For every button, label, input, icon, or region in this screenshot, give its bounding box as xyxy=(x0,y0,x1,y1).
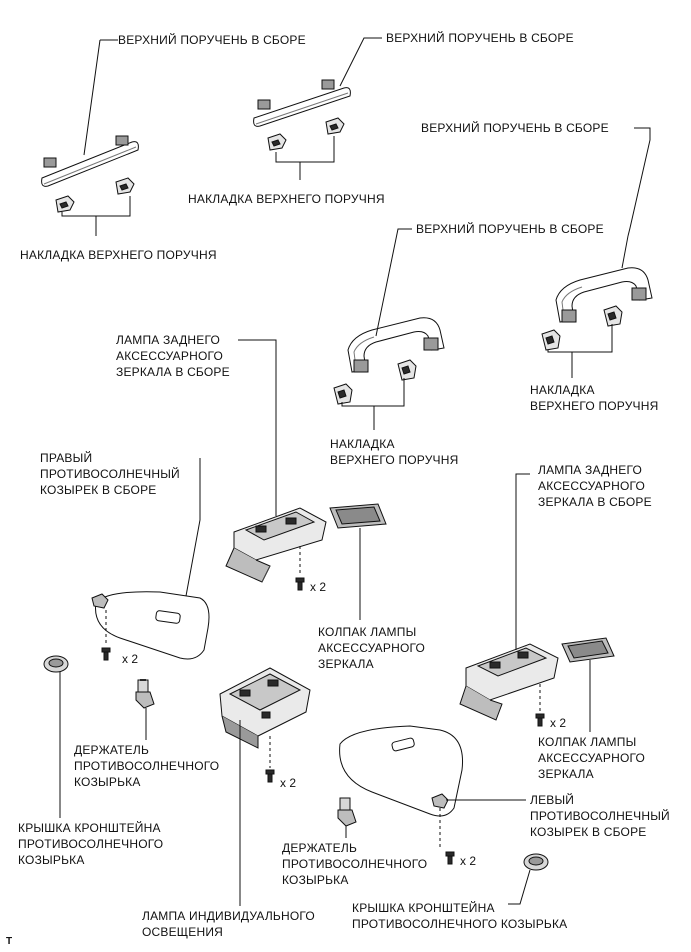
qty-screw-lamp-1: x 2 xyxy=(310,580,327,594)
label-line: НАКЛАДКА xyxy=(530,383,595,397)
label-bracket-cover-2: КРЫШКА КРОНШТЕЙНА ПРОТИВОСОЛНЕЧНОГО КОЗЫ… xyxy=(352,900,567,932)
lamp-cover-2 xyxy=(561,637,615,663)
bracket-cover-1 xyxy=(43,655,69,673)
label-line: ЛАМПА ЗАДНЕГО xyxy=(116,333,221,347)
mirror-lamp-assembly-1 xyxy=(225,507,327,583)
personal-lamp xyxy=(219,667,311,749)
label-line: КОЗЫРЬКА xyxy=(18,853,85,867)
sun-visor-right xyxy=(91,591,210,660)
label-line: ВЕРХНЕГО ПОРУЧНЯ xyxy=(330,453,459,467)
label-grip-cover-4: НАКЛАДКА ВЕРХНЕГО ПОРУЧНЯ xyxy=(530,382,659,414)
label-visor-left: ЛЕВЫЙ ПРОТИВОСОЛНЕЧНЫЙ КОЗЫРЕК В СБОРЕ xyxy=(530,792,670,840)
label-visor-holder-1: ДЕРЖАТЕЛЬ ПРОТИВОСОЛНЕЧНОГО КОЗЫРЬКА xyxy=(74,742,219,790)
assist-grip-4 xyxy=(555,267,653,323)
grip-cover-2b xyxy=(325,117,345,135)
label-grip-2: ВЕРХНИЙ ПОРУЧЕНЬ В СБОРЕ xyxy=(386,31,574,45)
visor-holder-1 xyxy=(135,679,155,709)
lamp-cover-1 xyxy=(329,503,387,529)
label-grip-3: ВЕРХНИЙ ПОРУЧЕНЬ В СБОРЕ xyxy=(421,121,609,135)
label-visor-holder-2: ДЕРЖАТЕЛЬ ПРОТИВОСОЛНЕЧНОГО КОЗЫРЬКА xyxy=(282,840,427,888)
label-visor-right: ПРАВЫЙ ПРОТИВОСОЛНЕЧНЫЙ КОЗЫРЕК В СБОРЕ xyxy=(40,450,180,498)
label-line: ЗЕРКАЛА В СБОРЕ xyxy=(116,365,230,379)
screw-visor-r xyxy=(101,647,111,661)
label-lamp-cover-2: КОЛПАК ЛАМПЫ АКСЕССУАРНОГО ЗЕРКАЛА xyxy=(538,734,645,782)
label-line: НАКЛАДКА xyxy=(330,437,395,451)
label-line: КОЛПАК ЛАМПЫ xyxy=(318,625,417,639)
screw-personal-lamp xyxy=(265,769,275,783)
label-line: АКСЕССУАРНОГО xyxy=(116,349,224,363)
label-line: КОЛПАК ЛАМПЫ xyxy=(538,735,637,749)
label-line: ПРОТИВОСОЛНЕЧНОГО xyxy=(282,857,428,871)
grip-cover-1b xyxy=(115,177,135,195)
screw-lamp-2 xyxy=(535,713,545,727)
qty-screw-visor-right: x 2 xyxy=(122,652,139,666)
assist-grip-1 xyxy=(41,135,139,187)
label-grip-cover-2: НАКЛАДКА ВЕРХНЕГО ПОРУЧНЯ xyxy=(20,248,217,262)
label-line: ОСВЕЩЕНИЯ xyxy=(142,925,224,939)
label-line: КОЗЫРЬКА xyxy=(282,873,349,887)
label-line: ЛЕВЫЙ xyxy=(530,793,575,807)
label-line: КРЫШКА КРОНШТЕЙНА xyxy=(352,901,495,915)
label-line: ЗЕРКАЛА xyxy=(538,767,594,781)
screw-lamp-1 xyxy=(295,577,305,591)
label-line: ЛАМПА ЗАДНЕГО xyxy=(538,463,643,477)
assist-grip-3 xyxy=(347,317,445,373)
grip-cover-3a xyxy=(333,383,353,405)
label-line: АКСЕССУАРНОГО xyxy=(318,641,426,655)
label-mirror-lamp-1: ЛАМПА ЗАДНЕГО АКСЕССУАРНОГО ЗЕРКАЛА В СБ… xyxy=(116,332,230,380)
label-line: ПРОТИВОСОЛНЕЧНОГО КОЗЫРЬКА xyxy=(352,917,568,931)
label-mirror-lamp-2: ЛАМПА ЗАДНЕГО АКСЕССУАРНОГО ЗЕРКАЛА В СБ… xyxy=(538,462,652,510)
label-line: ЗЕРКАЛА xyxy=(318,657,374,671)
label-line: АКСЕССУАРНОГО xyxy=(538,751,646,765)
label-grip-4: ВЕРХНИЙ ПОРУЧЕНЬ В СБОРЕ xyxy=(416,222,604,236)
sun-visor-left xyxy=(339,725,464,817)
label-line: ДЕРЖАТЕЛЬ xyxy=(282,841,358,855)
label-line: КОЗЫРЬКА xyxy=(74,775,141,789)
label-line: ПРОТИВОСОЛНЕЧНЫЙ xyxy=(530,809,670,823)
visor-holder-2 xyxy=(337,797,357,827)
qty-screw-lamp-2: x 2 xyxy=(550,716,567,730)
label-line: КОЗЫРЕК В СБОРЕ xyxy=(530,825,647,839)
qty-screw-personal-lamp: x 2 xyxy=(280,776,297,790)
label-line: ПРОТИВОСОЛНЕЧНЫЙ xyxy=(40,467,180,481)
label-grip-cover-1: НАКЛАДКА ВЕРХНЕГО ПОРУЧНЯ xyxy=(188,192,385,206)
label-line: КРЫШКА КРОНШТЕЙНА xyxy=(18,821,161,835)
label-bracket-cover-1: КРЫШКА КРОНШТЕЙНА ПРОТИВОСОЛНЕЧНОГО КОЗЫ… xyxy=(18,820,163,868)
label-grip-cover-3: НАКЛАДКА ВЕРХНЕГО ПОРУЧНЯ xyxy=(330,436,459,468)
qty-screw-visor-left: x 2 xyxy=(460,854,477,868)
screw-visor-l xyxy=(445,851,455,865)
label-lamp-cover-1: КОЛПАК ЛАМПЫ АКСЕССУАРНОГО ЗЕРКАЛА xyxy=(318,624,425,672)
grip-cover-1a xyxy=(55,195,75,213)
grip-cover-4a xyxy=(541,329,561,351)
grip-cover-3b xyxy=(397,359,417,381)
label-personal-lamp: ЛАМПА ИНДИВИДУАЛЬНОГО ОСВЕЩЕНИЯ xyxy=(142,908,315,940)
figure-code: T xyxy=(6,936,13,947)
label-grip-1: ВЕРХНИЙ ПОРУЧЕНЬ В СБОРЕ xyxy=(118,33,306,47)
label-line: КОЗЫРЕК В СБОРЕ xyxy=(40,483,157,497)
assist-grip-2 xyxy=(253,79,351,127)
mirror-lamp-assembly-2 xyxy=(459,643,559,721)
bracket-cover-2 xyxy=(523,853,549,871)
label-line: АКСЕССУАРНОГО xyxy=(538,479,646,493)
label-line: ПРАВЫЙ xyxy=(40,451,93,465)
label-line: ДЕРЖАТЕЛЬ xyxy=(74,743,150,757)
label-line: ПРОТИВОСОЛНЕЧНОГО xyxy=(18,837,164,851)
label-line: ПРОТИВОСОЛНЕЧНОГО xyxy=(74,759,220,773)
label-line: ЛАМПА ИНДИВИДУАЛЬНОГО xyxy=(142,909,315,923)
label-line: ЗЕРКАЛА В СБОРЕ xyxy=(538,495,652,509)
grip-cover-4b xyxy=(603,305,623,327)
label-line: ВЕРХНЕГО ПОРУЧНЯ xyxy=(530,399,659,413)
grip-cover-2a xyxy=(267,133,287,151)
